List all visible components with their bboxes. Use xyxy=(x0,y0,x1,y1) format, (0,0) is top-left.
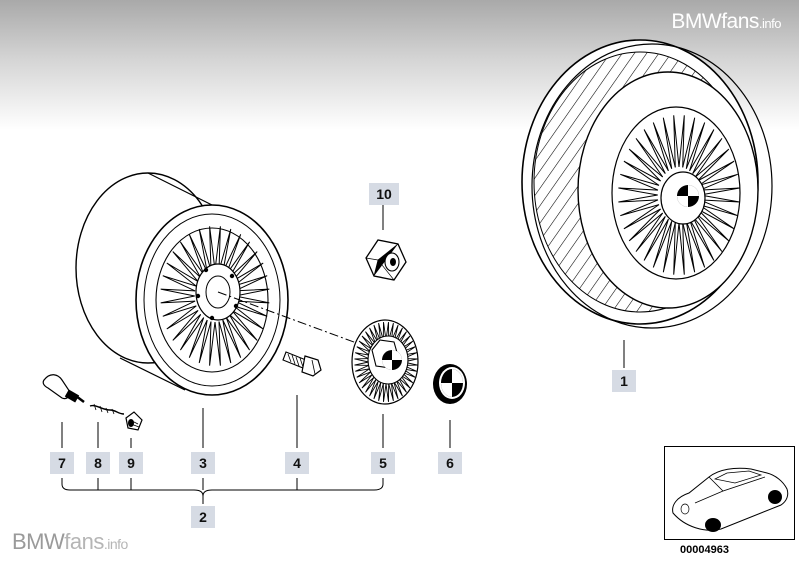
watermark-bottom-fans: fans xyxy=(64,529,104,554)
callout-6[interactable]: 6 xyxy=(438,452,462,474)
callout-8[interactable]: 8 xyxy=(86,452,110,474)
assembly-bracket xyxy=(61,478,384,504)
watermark-bottom: BMWfans.info xyxy=(12,529,128,555)
callout-2[interactable]: 2 xyxy=(191,506,215,528)
valve-insert xyxy=(89,403,125,415)
wheel-emblem xyxy=(433,364,467,404)
assembly-axis-line xyxy=(217,291,363,346)
doc-number: 00004963 xyxy=(680,544,729,556)
leader-lines xyxy=(61,205,625,448)
tyre-valve xyxy=(42,374,85,403)
complete-wheel-assembly xyxy=(521,39,773,329)
vehicle-thumbnail[interactable] xyxy=(664,446,795,540)
watermark-bottom-suffix: .info xyxy=(103,536,128,552)
watermark-bottom-prefix: BMW xyxy=(12,529,65,554)
callout-5[interactable]: 5 xyxy=(371,452,395,474)
callout-1[interactable]: 1 xyxy=(612,370,636,392)
callout-7[interactable]: 7 xyxy=(50,452,74,474)
callout-9[interactable]: 9 xyxy=(119,452,143,474)
light-alloy-rim xyxy=(75,172,289,396)
watermark-top: BMWfans.info xyxy=(671,10,781,34)
watermark-top-brand: BMWfans xyxy=(671,10,759,33)
watermark-top-suffix: .info xyxy=(758,16,782,31)
hex-nut xyxy=(365,239,407,281)
callout-3[interactable]: 3 xyxy=(191,452,215,474)
callout-10[interactable]: 10 xyxy=(369,183,399,205)
car-outline-icon xyxy=(672,467,789,532)
callout-4[interactable]: 4 xyxy=(285,452,309,474)
valve-cap xyxy=(125,411,143,431)
wheel-bolt xyxy=(282,351,322,377)
hub-cap xyxy=(351,319,419,405)
